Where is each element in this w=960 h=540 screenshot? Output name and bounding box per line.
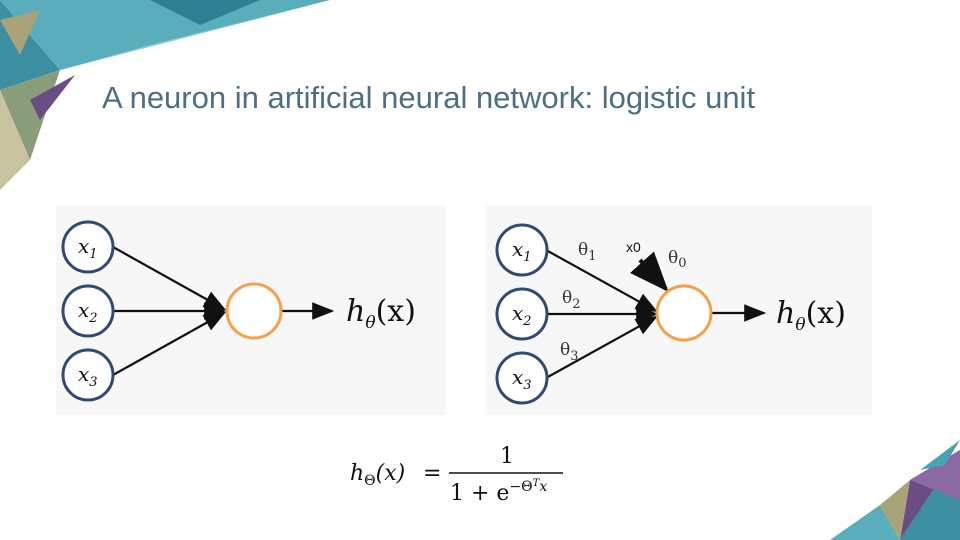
output-label: hθ(x) [346,294,416,333]
bottom-right-decoration [830,440,960,540]
input-node-x3: x3 [61,348,115,402]
bias-arrow [630,251,669,292]
input-node-x2: x2 [61,284,115,338]
input-node-x1: x1 [61,220,115,274]
output-label: hθ(x) [776,296,846,335]
simple-neuron-diagram: x1 x2 x3 hθ(x) [56,205,446,415]
edge-x3-neuron [545,315,658,379]
weighted-neuron-diagram: x1 x2 x3 θ1 θ2 θ3 x0 θ0 hθ(x) [486,205,872,415]
edge-x3-neuron [112,311,226,376]
input-node-x1: x1 [495,223,549,277]
bias-weight-label: θ0 [668,248,687,271]
top-left-decoration [0,0,330,190]
svg-text:x3: x3 [512,365,532,393]
svg-text:hΘ(x): hΘ(x) [350,461,405,489]
sigmoid-formula: hΘ(x) = 1 1 + e−ΘTx [345,440,585,515]
weight-label-theta3: θ3 [560,340,579,364]
svg-text:x3: x3 [78,362,98,390]
formula-numerator: 1 [500,444,514,469]
neuron-node [655,284,713,342]
svg-text:x1: x1 [78,234,98,262]
weight-label-theta1: θ1 [578,240,597,264]
edge-x1-neuron [545,249,658,313]
slide-title: A neuron in artificial neural network: l… [102,80,756,115]
edge-x1-neuron [112,246,226,311]
neuron-node [225,282,283,340]
weight-label-theta2: θ2 [562,288,581,312]
input-node-x3: x3 [495,351,549,405]
formula-denominator: 1 + e−ΘTx [450,478,547,506]
bias-input-label: x0 [626,239,641,255]
formula-lhs: h [350,461,364,486]
input-node-x2: x2 [495,287,549,341]
svg-text:x1: x1 [512,237,532,265]
formula-equals: = [423,461,441,486]
svg-text:x2: x2 [78,298,98,326]
svg-text:x2: x2 [512,301,532,329]
